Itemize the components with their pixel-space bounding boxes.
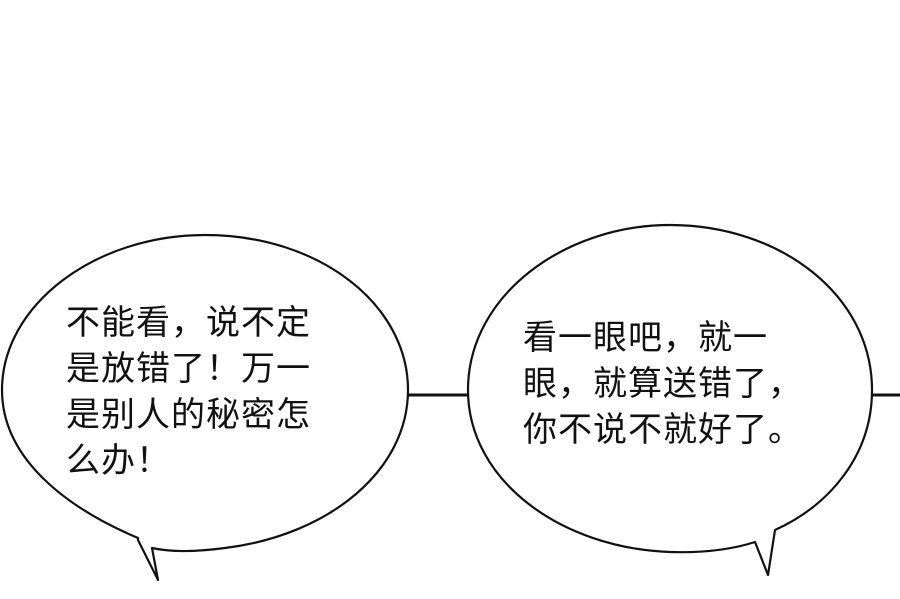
bubble-right-text: 看一眼吧，就一 眼，就算送错了， 你不说不就好了。 [523,315,803,453]
bubble-left-line: 么办！ [66,441,171,481]
speech-bubble-right [466,223,874,577]
bubble-right-line: 看一眼吧，就一 [523,318,768,358]
speech-bubble-left [0,233,410,582]
bubble-left-line: 是放错了！万一 [66,349,311,389]
bubble-left-line: 不能看，说不定 [66,303,311,343]
bubble-right-line: 你不说不就好了。 [523,410,803,450]
bubble-left-line: 是别人的秘密怎 [66,395,311,435]
bubble-left-text: 不能看，说不定 是放错了！万一 是别人的秘密怎 么办！ [66,300,311,484]
bubble-right-line: 眼，就算送错了， [523,364,803,404]
